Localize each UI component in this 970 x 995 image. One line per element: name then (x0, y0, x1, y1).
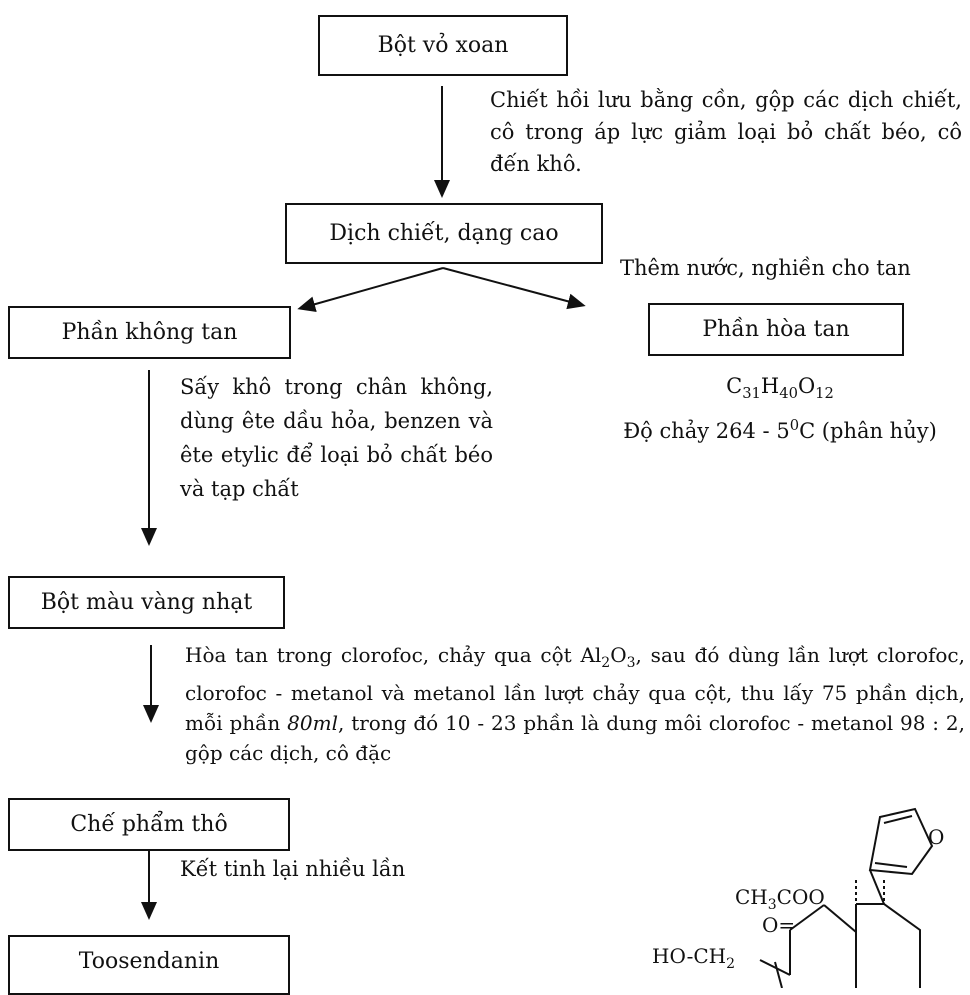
box-insoluble: Phần không tan (8, 306, 291, 359)
box-crude: Chế phẩm thô (8, 798, 290, 851)
label-hydroxymethyl: HO-CH2 (652, 944, 735, 972)
soluble-properties: C31H40O12 Độ chảy 264 - 50C (phân hủy) (595, 370, 965, 447)
box-product: Toosendanin (8, 935, 290, 995)
note-step1: Chiết hồi lưu bằng cồn, gộp các dịch chi… (490, 88, 962, 176)
label-acetoxy: CH3COO (735, 885, 825, 913)
note-step5: Kết tinh lại nhiều lần (180, 857, 406, 881)
molecular-formula: C31H40O12 (726, 374, 834, 403)
box-soluble-label: Phần hòa tan (702, 317, 850, 342)
arrow-extract-soluble (442, 267, 586, 310)
label-furan-oxygen: O (928, 825, 945, 849)
box-yellow-powder-label: Bột màu vàng nhạt (40, 590, 253, 615)
note-step3: Sấy khô trong chân không, dùng ête dầu h… (180, 375, 493, 501)
note-step4: Hòa tan trong clorofoc, chảy qua cột Al2… (185, 643, 965, 765)
box-extract-label: Dịch chiết, dạng cao (329, 221, 559, 246)
toosendanin-structure (759, 807, 934, 988)
box-insoluble-label: Phần không tan (61, 320, 238, 345)
box-start: Bột vỏ xoan (318, 15, 568, 76)
melting-point: Độ chảy 264 - 50C (phân hủy) (623, 417, 937, 444)
box-yellow-powder: Bột màu vàng nhạt (8, 576, 285, 629)
box-soluble: Phần hòa tan (648, 303, 904, 356)
arrow-extract-insoluble (297, 267, 444, 312)
box-crude-label: Chế phẩm thô (70, 812, 228, 837)
box-product-label: Toosendanin (78, 949, 220, 974)
note-step2: Thêm nước, nghiền cho tan (620, 256, 911, 280)
box-start-label: Bột vỏ xoan (377, 33, 509, 58)
label-oxo: O= (762, 913, 796, 937)
box-extract: Dịch chiết, dạng cao (285, 203, 603, 264)
